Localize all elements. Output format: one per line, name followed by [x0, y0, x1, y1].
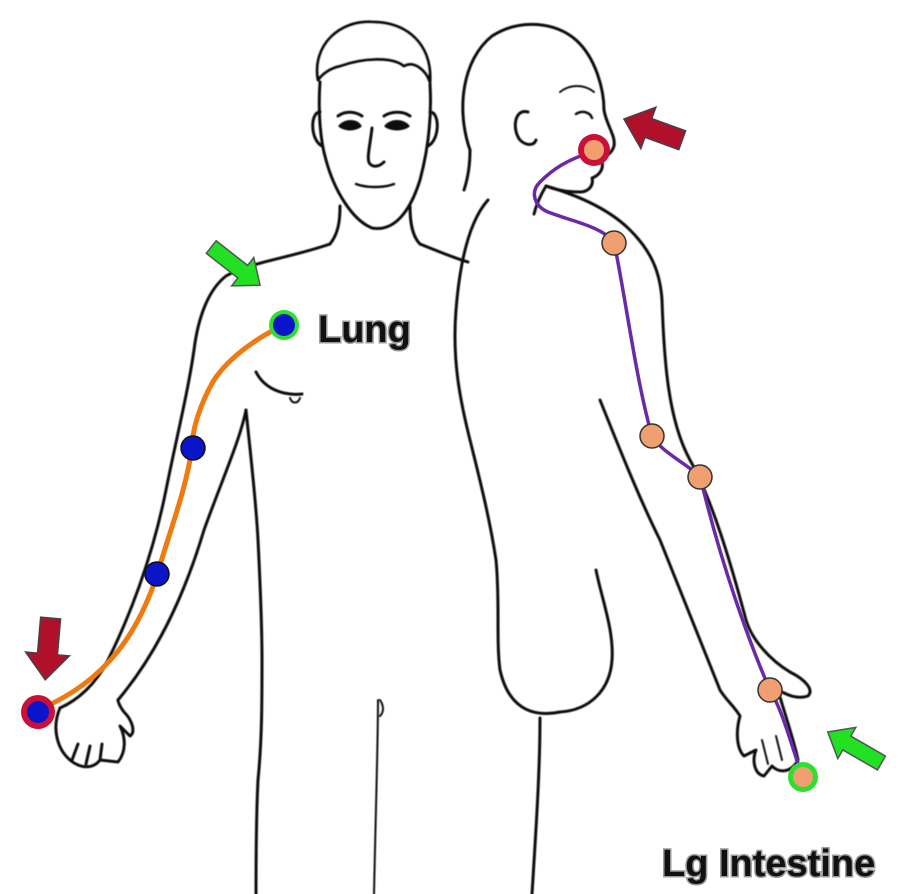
back-outline [455, 200, 560, 713]
front-nipple [290, 398, 300, 403]
lung-point-end-core [27, 701, 49, 723]
back-arm-outer [662, 300, 790, 672]
front-brow-left [338, 112, 362, 116]
front-eye-left [340, 122, 360, 130]
li-point [640, 424, 664, 448]
front-head [319, 82, 430, 229]
front-nose [368, 128, 384, 166]
lung-point [145, 562, 169, 586]
large-intestine-points [578, 134, 818, 792]
front-figure [56, 22, 468, 894]
li-point-start-core [793, 767, 813, 787]
front-torso-left [246, 410, 262, 894]
li-point [602, 231, 626, 255]
front-neck-left [330, 206, 340, 244]
lung-point [181, 436, 205, 460]
front-chest [256, 372, 302, 394]
back-buttock [560, 570, 612, 712]
front-center-line [374, 700, 378, 894]
back-ear [515, 112, 536, 145]
lung-label: Lung [318, 309, 411, 351]
back-fingers [762, 736, 782, 764]
large-intestine-label: Lg Intestine [662, 843, 875, 885]
green-arrow-icon [819, 716, 891, 778]
front-navel [380, 700, 383, 716]
front-hair [317, 22, 430, 82]
back-figure [455, 24, 810, 894]
li-point-end-core [584, 140, 604, 160]
front-shoulder-right [420, 244, 468, 262]
back-leg [532, 718, 540, 894]
red-arrow-icon [23, 616, 72, 682]
lung-point-start-core [273, 314, 295, 336]
back-neck [464, 150, 470, 190]
front-eye-right [386, 122, 408, 130]
back-hair-edge [560, 86, 594, 92]
front-brow-right [384, 112, 410, 116]
front-hand [56, 700, 133, 767]
li-point [688, 465, 712, 489]
li-point [758, 678, 782, 702]
front-mouth [356, 184, 394, 187]
green-arrow-icon [200, 233, 271, 300]
back-eye [576, 112, 592, 118]
front-neck-right [410, 206, 420, 244]
red-arrow-icon [616, 98, 689, 161]
